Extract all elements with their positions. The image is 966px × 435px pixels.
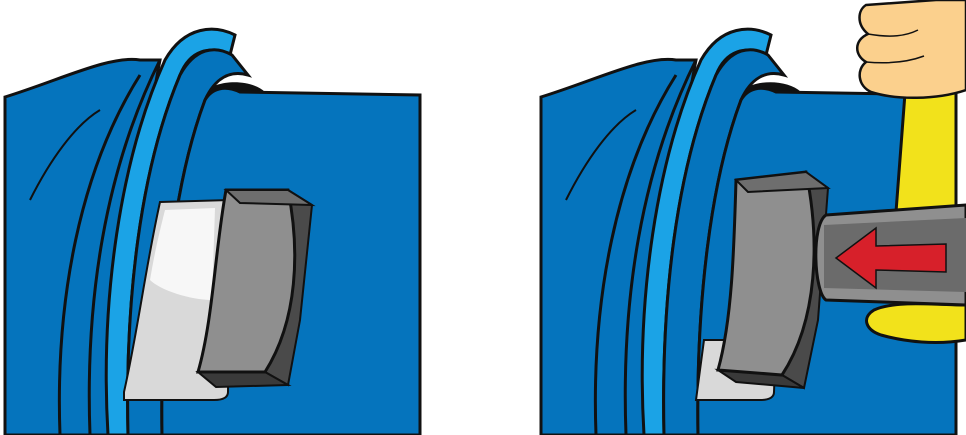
panel-weight-tapped [536,0,966,435]
mallet-handle-lower [867,304,966,343]
wheel-illustration-right [536,0,966,435]
panel-weight-applied [0,0,430,435]
hand [857,0,966,98]
wheel-illustration-left [0,0,430,435]
mallet-handle [896,80,956,212]
